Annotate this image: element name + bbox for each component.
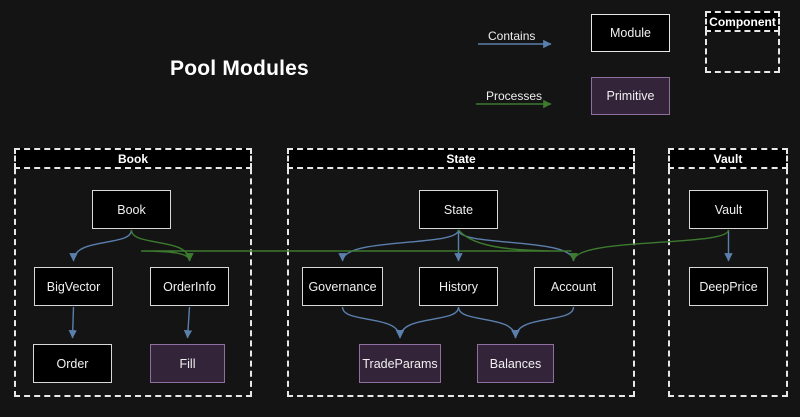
node-bigvector[interactable]: BigVector [34,267,113,306]
node-vault[interactable]: Vault [689,190,768,229]
page-title: Pool Modules [170,57,309,80]
node-history[interactable]: History [419,267,498,306]
node-book[interactable]: Book [92,190,171,229]
cluster-label-book: Book [14,148,252,169]
node-account[interactable]: Account [534,267,613,306]
legend-processes-label: Processes [486,89,543,103]
node-tradeparams[interactable]: TradeParams [359,344,441,383]
node-state[interactable]: State [419,190,498,229]
legend-contains-label: Contains [488,29,536,43]
cluster-label-state: State [287,148,635,169]
cluster-label-vault: Vault [668,148,788,169]
node-orderinfo[interactable]: OrderInfo [150,267,229,306]
node-deepprice[interactable]: DeepPrice [689,267,768,306]
node-fill[interactable]: Fill [150,344,225,383]
node-balances[interactable]: Balances [477,344,554,383]
legend-primitive-box: Primitive [591,77,670,115]
node-order[interactable]: Order [33,344,112,383]
node-governance[interactable]: Governance [302,267,383,306]
legend-component-label: Component [705,11,780,32]
legend-module-box: Module [591,14,670,52]
